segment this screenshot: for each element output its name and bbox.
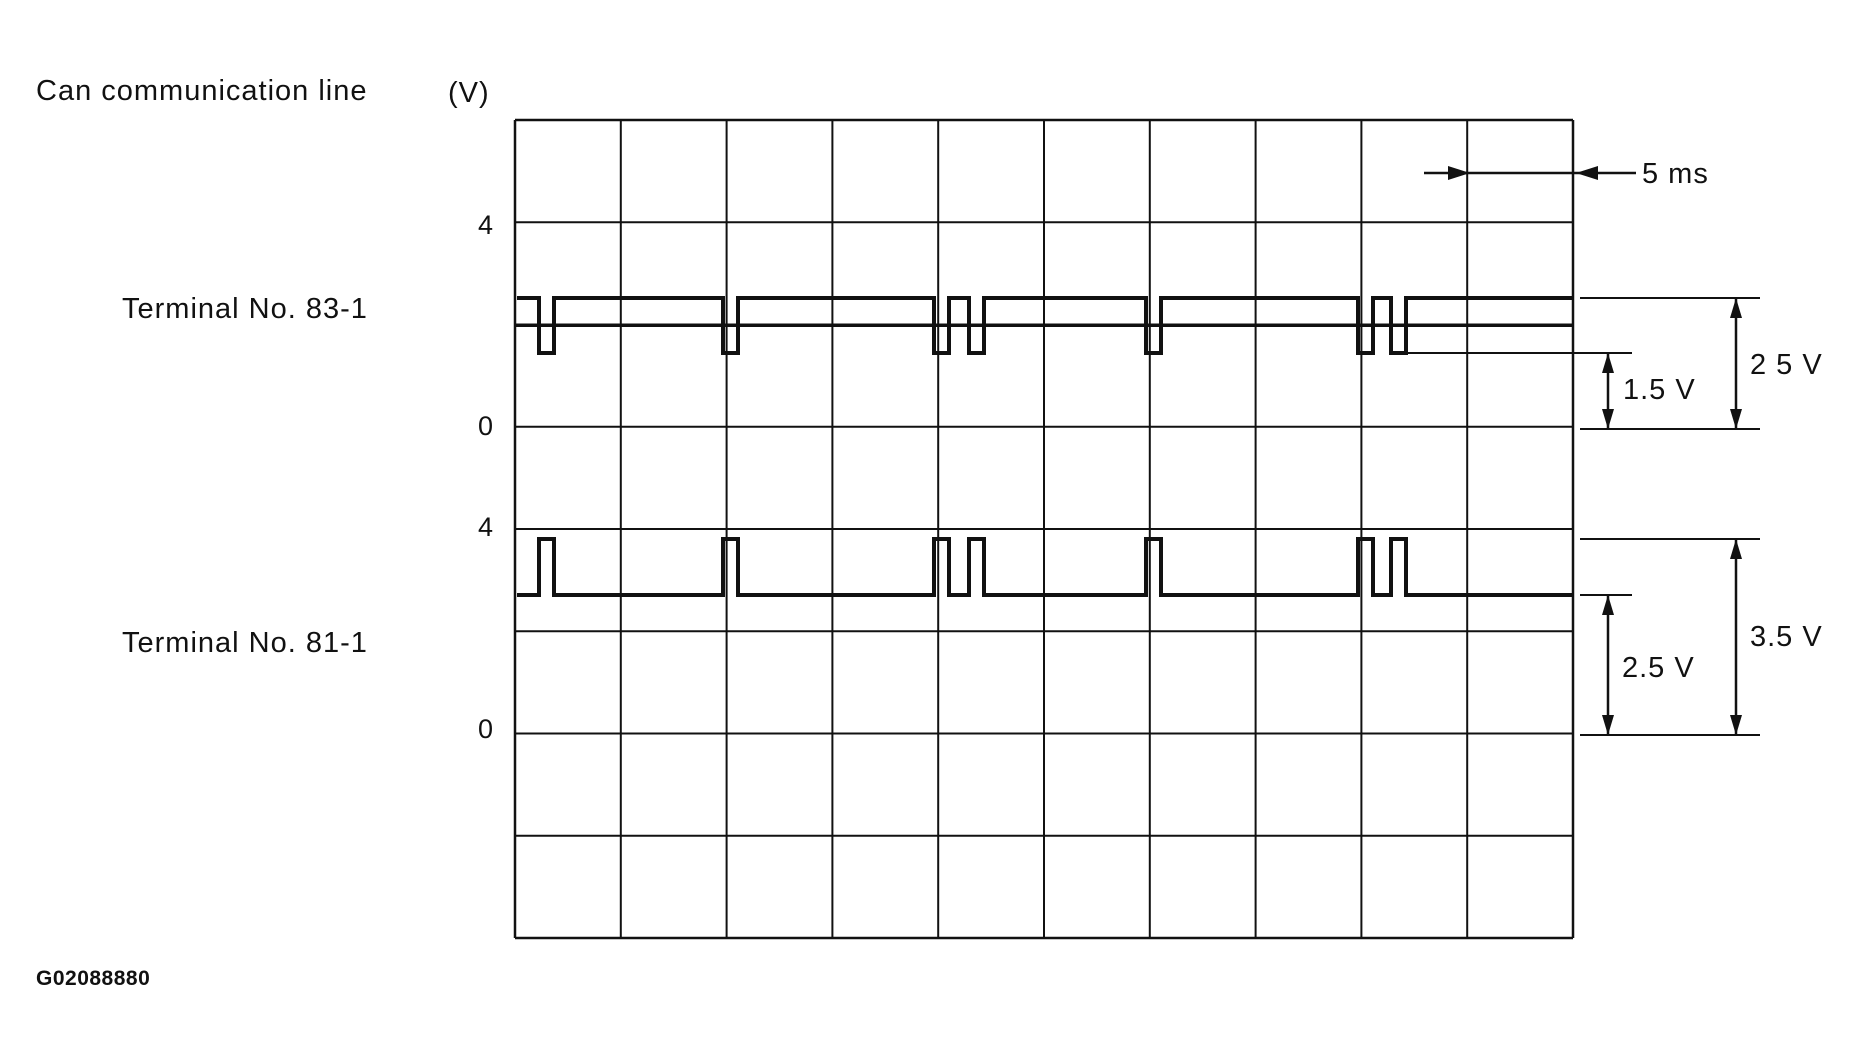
dimension-ch1-inner: 1.5 V bbox=[1623, 374, 1696, 406]
ch2-scale-4: 4 bbox=[478, 512, 493, 542]
arrow-right-icon bbox=[1448, 166, 1470, 180]
waveform-terminal-81-1 bbox=[517, 537, 1572, 597]
dimension-ch2-outer: 3.5 V bbox=[1750, 621, 1823, 653]
y-axis-labels: 4 0 4 0 bbox=[478, 210, 493, 744]
unit-label: (V) bbox=[448, 77, 490, 109]
ch1-scale-0: 0 bbox=[478, 411, 493, 441]
time-division-marker: 5 ms bbox=[1424, 158, 1709, 190]
dimension-ch2-inner: 2.5 V bbox=[1622, 652, 1695, 684]
time-division-label: 5 ms bbox=[1642, 158, 1709, 190]
channel-label-81-1: Terminal No. 81-1 bbox=[122, 627, 368, 659]
figure-code: G02088880 bbox=[36, 967, 150, 990]
ch1-scale-4: 4 bbox=[478, 210, 493, 240]
channel-label-83-1: Terminal No. 83-1 bbox=[122, 293, 368, 325]
voltage-dimensions: 1.5 V 2 5 V 2.5 V 3.5 V bbox=[1408, 297, 1823, 736]
arrow-left-icon bbox=[1576, 166, 1598, 180]
scope-grid bbox=[513, 118, 1575, 940]
dimension-ch1-outer: 2 5 V bbox=[1750, 349, 1823, 381]
diagram-title: Can communication line bbox=[36, 75, 367, 107]
waveform-terminal-83-1 bbox=[517, 296, 1572, 355]
ch2-scale-0: 0 bbox=[478, 714, 493, 744]
